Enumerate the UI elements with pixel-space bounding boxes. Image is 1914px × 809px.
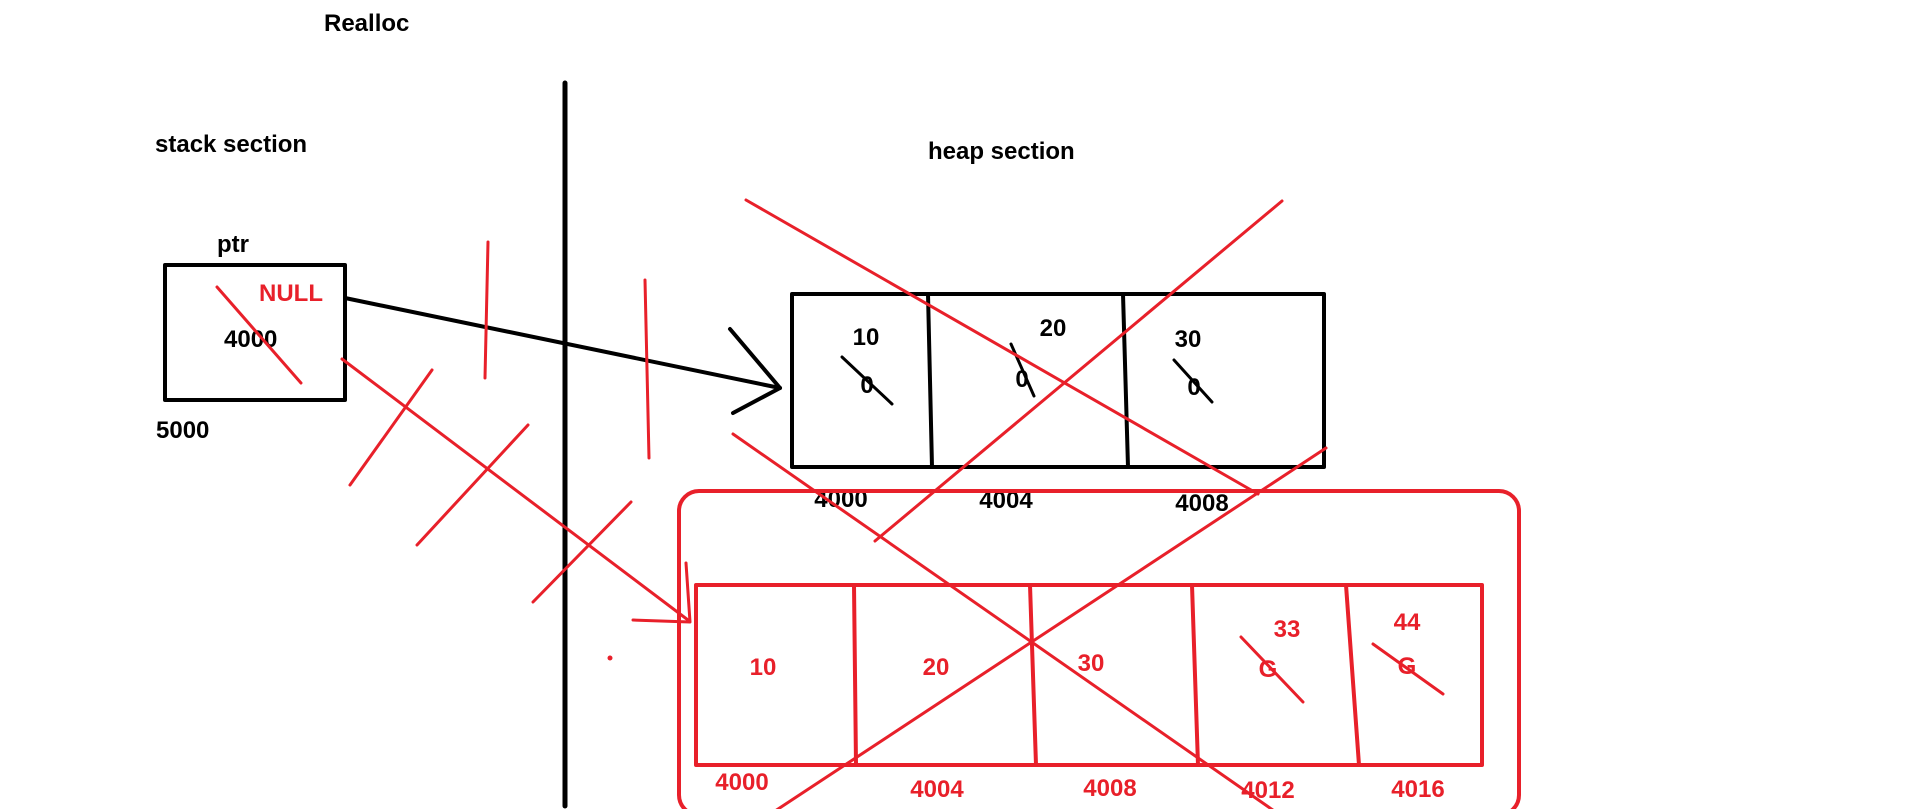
new-heap-block: 10 4000 20 4004 30 4008 33 G 4012 44 G 4… (677, 489, 1521, 809)
new-cell-address: 4008 (1083, 775, 1136, 802)
ink-dot (607, 655, 613, 661)
heap-section-heading: heap section (928, 138, 1075, 165)
old-block-cross (744, 198, 1260, 496)
new-cell-old-value: G (1259, 656, 1278, 683)
new-cell-address: 4016 (1391, 776, 1444, 803)
stack-section-heading: stack section (155, 131, 307, 158)
ptr-variable: ptr NULL 4000 5000 (156, 231, 347, 444)
new-block-outline (694, 583, 1484, 767)
new-cell-value: 10 (750, 654, 777, 681)
old-cell-value: 20 (1040, 315, 1067, 342)
old-block-cross (873, 199, 1284, 543)
old-cell: 20 0 4004 (979, 315, 1066, 514)
old-block-outline (790, 292, 1326, 469)
ptr-to-old-block-arrow (343, 296, 782, 415)
old-cell-address: 4008 (1175, 490, 1228, 517)
old-heap-block: 10 0 4000 20 0 4004 30 0 4008 (790, 292, 1326, 517)
old-cell: 30 0 4008 (1172, 326, 1229, 517)
new-cell-value: 30 (1078, 650, 1105, 677)
ptr-to-new-block-arrow (340, 357, 692, 624)
new-cell-strike (1239, 635, 1305, 704)
old-cell: 10 0 4000 (814, 324, 894, 513)
arrow-cut-mark (415, 423, 530, 547)
new-block-frame (677, 489, 1521, 809)
old-cell-strike (840, 355, 894, 406)
old-cell-value: 10 (853, 324, 880, 351)
new-cell-address: 4000 (715, 769, 768, 796)
new-block-divider (1344, 583, 1361, 767)
diagram-title: Realloc (324, 10, 409, 37)
ptr-current-value: NULL (259, 280, 323, 307)
new-cell-address: 4012 (1241, 777, 1294, 804)
new-block-divider (852, 583, 858, 767)
new-cell-address: 4004 (910, 776, 964, 803)
new-cell-value: 44 (1394, 609, 1421, 636)
new-block-divider (1190, 583, 1200, 767)
new-cell: 10 4000 (715, 654, 776, 796)
new-cell-value: 20 (923, 654, 950, 681)
old-block-divider (926, 292, 934, 469)
new-cell-strike (1371, 642, 1445, 696)
new-block-cross (775, 446, 1328, 809)
ptr-old-value: 4000 (224, 326, 277, 353)
old-cell-old-value: 0 (1187, 374, 1200, 401)
new-block-divider (1028, 583, 1038, 767)
old-block-divider (1121, 292, 1130, 469)
ptr-label: ptr (217, 231, 249, 258)
new-cell: 33 G 4012 (1239, 616, 1305, 804)
arrow-cut-mark (348, 368, 434, 487)
old-cell-strike (1172, 358, 1214, 404)
arrow-cut-mark (483, 240, 490, 380)
new-cell: 30 4008 (1078, 650, 1137, 802)
arrow-cut-mark (643, 278, 651, 460)
ptr-old-value-strike (215, 285, 303, 385)
ptr-box (163, 263, 347, 402)
new-block-cross (731, 432, 1275, 809)
old-cell-value: 30 (1175, 326, 1202, 353)
new-cell-value: 33 (1274, 616, 1301, 643)
arrow-cut-mark (531, 500, 633, 604)
new-cell: 44 G 4016 (1371, 609, 1445, 803)
ptr-address: 5000 (156, 417, 209, 444)
new-cell: 20 4004 (910, 654, 964, 803)
